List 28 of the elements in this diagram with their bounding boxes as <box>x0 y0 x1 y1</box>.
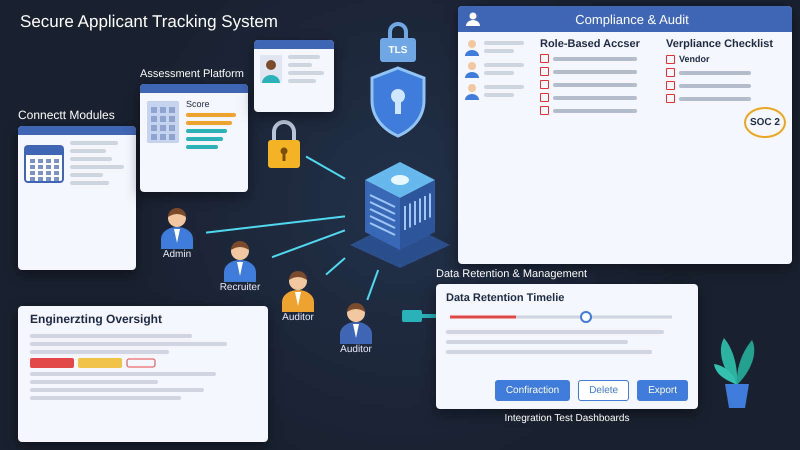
panel-heading: Assessment Platform <box>140 68 245 80</box>
checklist-item: Vendor <box>679 54 710 64</box>
circuit-line <box>206 215 346 234</box>
role-label: Admin <box>162 249 192 260</box>
circuit-line <box>306 156 346 180</box>
circuit-line <box>325 257 346 276</box>
browser-window <box>254 40 334 112</box>
window-title: Compliance & Audit <box>575 12 689 26</box>
role-label: Recruiter <box>220 282 260 293</box>
confirmation-button: Confiraction <box>494 380 570 401</box>
role-label: Auditor <box>282 312 314 323</box>
score-label: Score <box>186 99 211 109</box>
certification-badge: SOC 2 <box>744 107 786 138</box>
panel-heading: Data Retention & Management <box>436 268 588 280</box>
section-heading: Verpliance Checklist <box>666 38 774 50</box>
panel-heading: Connectt Modules <box>18 108 116 122</box>
app-window <box>458 6 792 264</box>
diagram-title: Secure Applicant Tracking System <box>20 12 278 32</box>
panel-heading: Enginerzting Oversight <box>30 312 164 326</box>
circuit-line <box>366 270 380 300</box>
export-button: Export <box>637 380 688 401</box>
role-label: Auditor <box>340 344 372 355</box>
caption-label: Integration Test Dashboards <box>504 413 630 424</box>
tls-label: TLS <box>380 38 416 62</box>
section-heading: Role-Based Accser <box>540 38 641 50</box>
timeline-title: Data Retention Timelie <box>446 292 566 304</box>
delete-button: Delete <box>578 380 630 401</box>
circuit-line <box>272 229 346 258</box>
